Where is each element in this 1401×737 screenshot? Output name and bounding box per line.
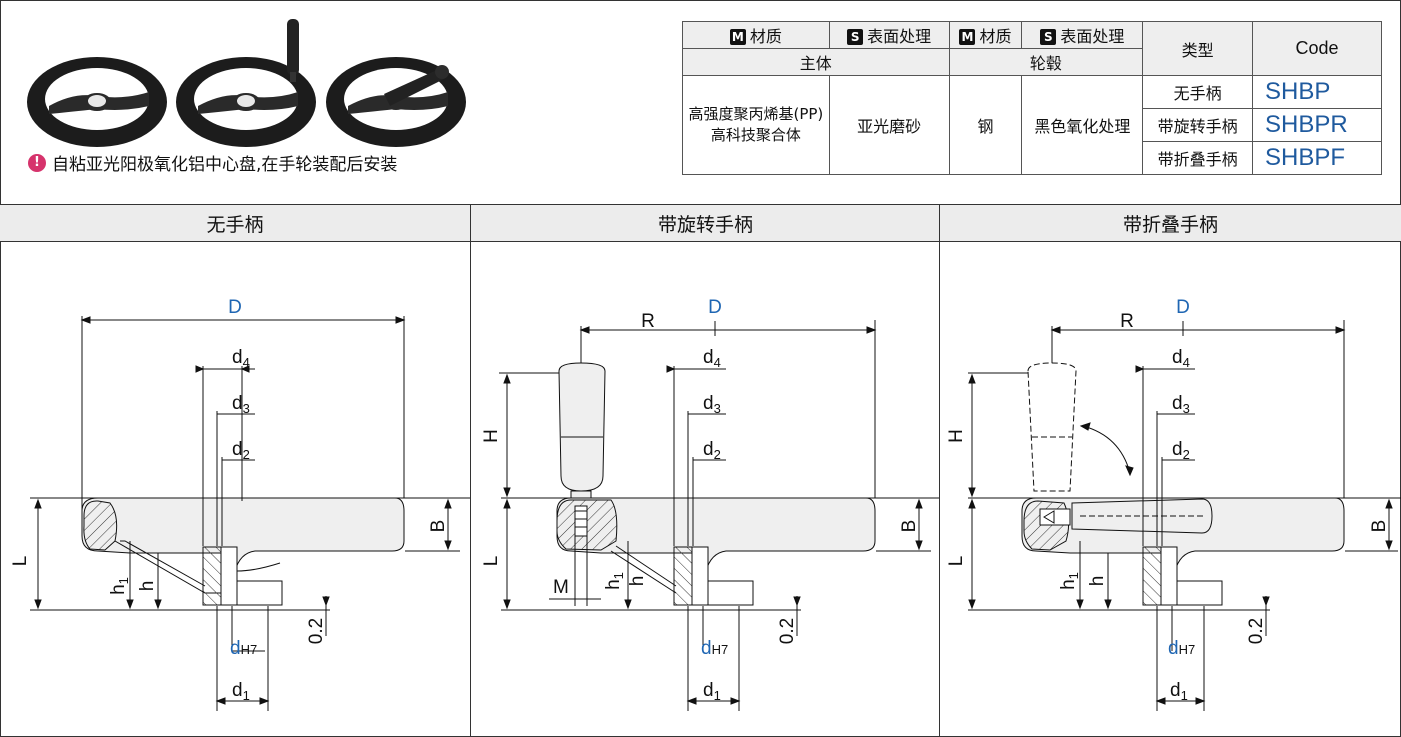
header-code: Code — [1252, 21, 1382, 76]
dim-d3: d3 — [232, 393, 250, 416]
dim-d2: d2 — [703, 439, 721, 462]
dim-d4: d4 — [703, 347, 721, 370]
dim-h: h — [137, 581, 158, 592]
header-body: 主体 — [682, 48, 950, 76]
dim-M: M — [553, 577, 569, 598]
dim-d3: d3 — [703, 393, 721, 416]
section-title: 带旋转手柄 — [471, 204, 940, 242]
dim-B: B — [1369, 520, 1390, 533]
section-title: 无手柄 — [0, 204, 470, 242]
dim-d3: d3 — [1172, 393, 1190, 416]
dim-L: L — [946, 556, 967, 567]
wheel-photo-plain — [27, 57, 167, 147]
dim-B: B — [899, 520, 920, 533]
dim-d1: d1 — [703, 680, 721, 703]
spec-row: 带折叠手柄 SHBPF — [683, 141, 1382, 175]
body-surface-cell: 亚光磨砂 — [828, 75, 950, 175]
header-hub: 轮毂 — [948, 48, 1144, 76]
dim-d4: d4 — [1172, 347, 1190, 370]
wheel-photo-revolving — [176, 19, 316, 147]
code-cell[interactable]: SHBPF — [1252, 141, 1382, 175]
dim-h1: h1 — [108, 577, 131, 595]
drawing-no-handle: D d4 d3 d2 L B h1 h 0.2 dH7 d1 — [10, 297, 470, 711]
spec-row: 高强度聚丙烯基(PP) 高科技聚合体 亚光磨砂 钢 黑色氧化处理 无手柄 SHB… — [682, 75, 1382, 175]
hub-material-cell: 钢 — [948, 75, 1023, 175]
dim-R: R — [641, 311, 655, 332]
drawing-revolving-handle: R D d4 d3 d2 H L B M h1 h 0.2 dH7 d1 — [481, 297, 940, 711]
dim-D: D — [1176, 297, 1190, 318]
dim-h1: h1 — [603, 572, 626, 590]
dim-h: h — [1087, 576, 1108, 587]
dim-h: h — [627, 576, 648, 587]
dim-d2: d2 — [232, 439, 250, 462]
spec-header-row-2: 主体 轮毂 — [682, 48, 1382, 76]
section-revolving-handle: 带旋转手柄 — [470, 204, 940, 737]
drawing-sections: 无手柄 — [0, 204, 1401, 737]
section-no-handle: 无手柄 — [0, 204, 470, 737]
dim-gap: 0.2 — [777, 618, 798, 644]
exclamation-icon: ! — [28, 153, 46, 172]
section-folding-handle: 带折叠手柄 — [939, 204, 1401, 737]
dim-H: H — [481, 429, 502, 443]
dim-gap: 0.2 — [306, 618, 327, 644]
dim-L: L — [10, 556, 31, 567]
dim-D: D — [708, 297, 722, 318]
type-cell: 带旋转手柄 — [1142, 108, 1254, 142]
dim-dH7: dH7 — [230, 638, 257, 659]
dim-D: D — [228, 297, 242, 318]
product-photos — [27, 19, 466, 147]
spec-row: 带旋转手柄 SHBPR — [683, 108, 1382, 142]
dim-d1: d1 — [1170, 680, 1188, 703]
dim-h1: h1 — [1058, 572, 1081, 590]
wheel-photo-folding — [326, 57, 466, 147]
dim-d4: d4 — [232, 347, 250, 370]
type-cell: 无手柄 — [1142, 75, 1254, 109]
dim-L: L — [481, 556, 502, 567]
dim-R: R — [1120, 311, 1134, 332]
dim-gap: 0.2 — [1246, 618, 1267, 644]
hub-surface-cell: 黑色氧化处理 — [1021, 75, 1144, 175]
dim-B: B — [428, 520, 449, 533]
mounting-note-text: 自粘亚光阳极氧化铝中心盘,在手轮装配后安装 — [52, 155, 398, 175]
dim-H: H — [946, 429, 967, 443]
body-material-cell: 高强度聚丙烯基(PP) 高科技聚合体 — [682, 75, 830, 175]
mounting-note: ! 自粘亚光阳极氧化铝中心盘,在手轮装配后安装 — [28, 150, 397, 175]
dim-dH7: dH7 — [701, 638, 728, 659]
dim-d2: d2 — [1172, 439, 1190, 462]
header-type: 类型 — [1142, 21, 1254, 76]
code-cell[interactable]: SHBPR — [1252, 108, 1382, 142]
dim-d1: d1 — [232, 680, 250, 703]
section-title: 带折叠手柄 — [940, 204, 1401, 242]
code-cell[interactable]: SHBP — [1252, 75, 1382, 109]
dim-dH7: dH7 — [1168, 638, 1195, 659]
type-cell: 带折叠手柄 — [1142, 141, 1254, 175]
drawing-folding-handle: R D d4 d3 d2 H L B h1 h 0.2 dH7 d1 — [946, 297, 1401, 711]
